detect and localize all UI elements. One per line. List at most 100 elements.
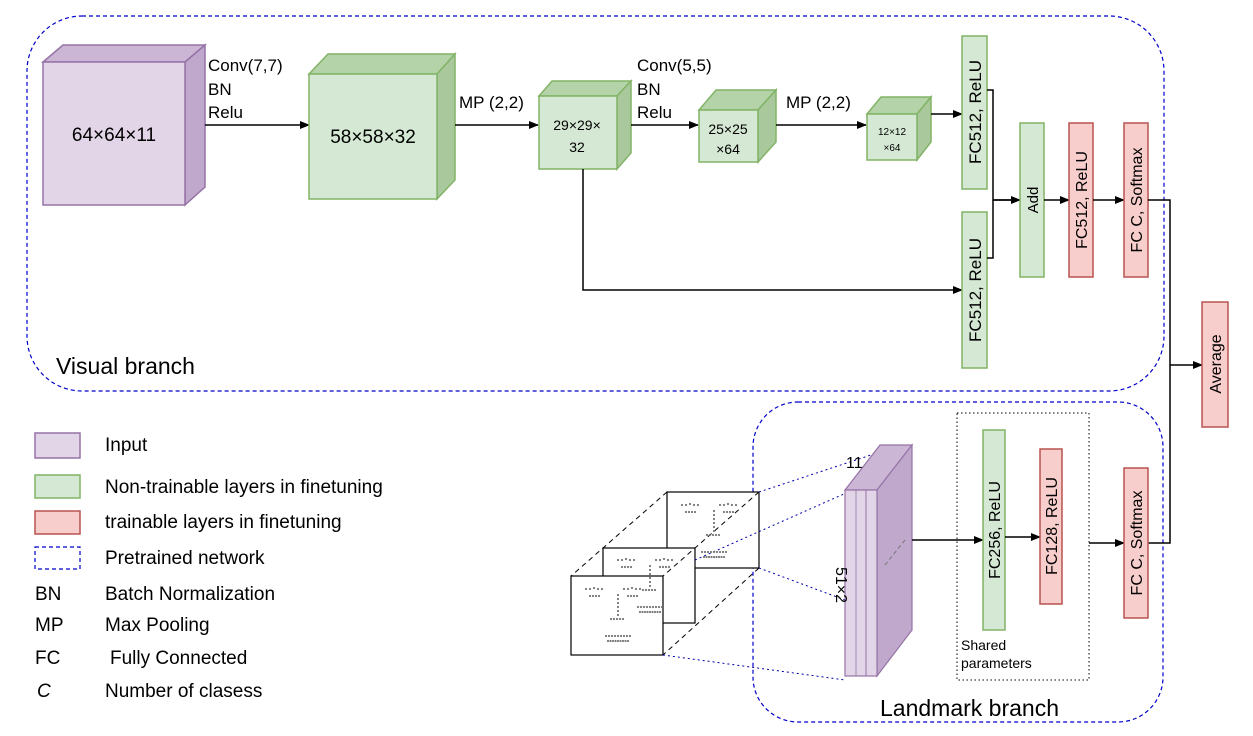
landmark-dot xyxy=(688,502,692,506)
landmark-dot xyxy=(639,605,643,609)
landmark-dot xyxy=(648,584,652,588)
landmark-dot xyxy=(715,550,719,554)
landmark-dot xyxy=(705,533,709,537)
legend-swatch-green xyxy=(34,474,81,499)
landmark-dot xyxy=(615,617,619,621)
landmark-dot xyxy=(711,533,715,537)
legend-swatch-red xyxy=(34,510,81,535)
fc128-layer xyxy=(1039,448,1063,605)
landmark-dot xyxy=(609,639,612,643)
landmark-dot xyxy=(700,550,704,554)
landmark-branch-title: Landmark branch xyxy=(880,695,1059,721)
landmark-dot xyxy=(661,565,665,569)
landmark-dot xyxy=(648,580,652,584)
fc256-label: FC256, ReLU xyxy=(987,481,1004,579)
landmark-dot xyxy=(660,605,664,609)
landmark-dot xyxy=(607,634,611,638)
landmark-dot xyxy=(712,529,716,533)
landmark-dot xyxy=(612,617,616,621)
shared-label-line2: parameters xyxy=(961,655,1032,671)
face-frame-front xyxy=(570,575,664,656)
landmark-dot xyxy=(622,587,626,591)
stack-depth-label: 11 xyxy=(846,455,863,472)
skip-connection xyxy=(582,169,963,294)
landmark-dot xyxy=(621,617,625,621)
landmark-dot xyxy=(731,510,735,514)
landmark-dot xyxy=(616,613,620,617)
landmark-dot xyxy=(642,605,646,609)
fc512-top-label: FC512, ReLU xyxy=(966,60,985,164)
landmark-dot xyxy=(616,634,620,638)
landmark-dot xyxy=(658,558,662,562)
landmark-dot xyxy=(629,594,633,598)
landmark-dot xyxy=(648,572,652,576)
landmark-dot xyxy=(670,558,674,562)
fc512-top-layer xyxy=(961,35,988,190)
landmark-dot xyxy=(720,555,723,559)
landmark-dot xyxy=(658,565,662,569)
landmark-dot xyxy=(626,639,630,643)
landmark-dot xyxy=(628,558,632,562)
landmark-dot xyxy=(619,639,622,643)
abbr-fc: FC xyxy=(35,648,60,669)
mp2-label: MP (2,2) xyxy=(786,93,851,112)
landmark-dot xyxy=(724,550,728,554)
visual-branch-title: Visual branch xyxy=(56,353,195,379)
landmark-frames xyxy=(570,451,881,681)
landmark-dot xyxy=(725,510,729,514)
landmark-dot xyxy=(648,576,652,580)
landmark-dot xyxy=(680,503,684,507)
block4-label-line2: ×64 xyxy=(884,143,901,154)
landmark-dot xyxy=(712,555,716,559)
landmark-dot xyxy=(718,550,722,554)
landmark-dot xyxy=(717,533,721,537)
block1-label: 58×58×32 xyxy=(330,127,416,148)
landmark-dot xyxy=(620,558,624,562)
landmark-dot xyxy=(693,510,697,514)
landmark-dot xyxy=(650,588,654,592)
legend-label-red: trainable layers in finetuning xyxy=(105,512,342,533)
add-label: Add xyxy=(1025,187,1042,214)
landmark-dot xyxy=(656,610,659,614)
landmark-dot xyxy=(715,555,718,559)
landmark-dot xyxy=(618,617,622,621)
shared-label-line1: Shared xyxy=(961,637,1006,653)
landmark-dot xyxy=(624,557,628,561)
legend-swatch-input xyxy=(34,432,81,459)
block2-cube: 29×29× 32 xyxy=(537,79,633,171)
abbr-c: C xyxy=(37,681,51,702)
conv1-label-line2: BN xyxy=(208,80,232,99)
landmark-dot xyxy=(584,587,588,591)
landmark-branch-frame xyxy=(752,401,1164,723)
landmark-dot xyxy=(632,558,636,562)
landmark-dot xyxy=(614,639,617,643)
landmark-dot xyxy=(721,550,725,554)
landmark-dot xyxy=(604,634,608,638)
landmark-dot xyxy=(638,610,642,614)
landmark-stack: 11 51×2 xyxy=(832,443,914,678)
landmark-dot xyxy=(641,610,644,614)
visual-to-average-line xyxy=(1148,199,1171,365)
landmark-dot xyxy=(717,555,721,559)
landmark-dot xyxy=(648,568,652,572)
landmark-dot xyxy=(625,634,629,638)
block3-label-line2: ×64 xyxy=(716,141,740,157)
mp1-label: MP (2,2) xyxy=(459,93,524,112)
landmark-dot xyxy=(712,550,716,554)
landmark-dot xyxy=(641,588,645,592)
landmark-dot xyxy=(712,517,716,521)
landmark-dot xyxy=(616,639,620,643)
landmark-dot xyxy=(658,610,662,614)
landmark-dot xyxy=(600,587,604,591)
landmark-dot xyxy=(714,533,718,537)
conv2-label-line1: Conv(5,5) xyxy=(637,56,712,75)
landmark-dot xyxy=(645,605,649,609)
visual-softmax-layer xyxy=(1123,122,1149,278)
add-layer xyxy=(1019,122,1045,278)
legend-label-green: Non-trainable layers in finetuning xyxy=(105,477,383,498)
landmark-dot xyxy=(705,555,708,559)
input-cube: 64×64×11 xyxy=(40,43,208,207)
landmark-dot xyxy=(646,610,649,614)
landmark-dot xyxy=(613,634,617,638)
